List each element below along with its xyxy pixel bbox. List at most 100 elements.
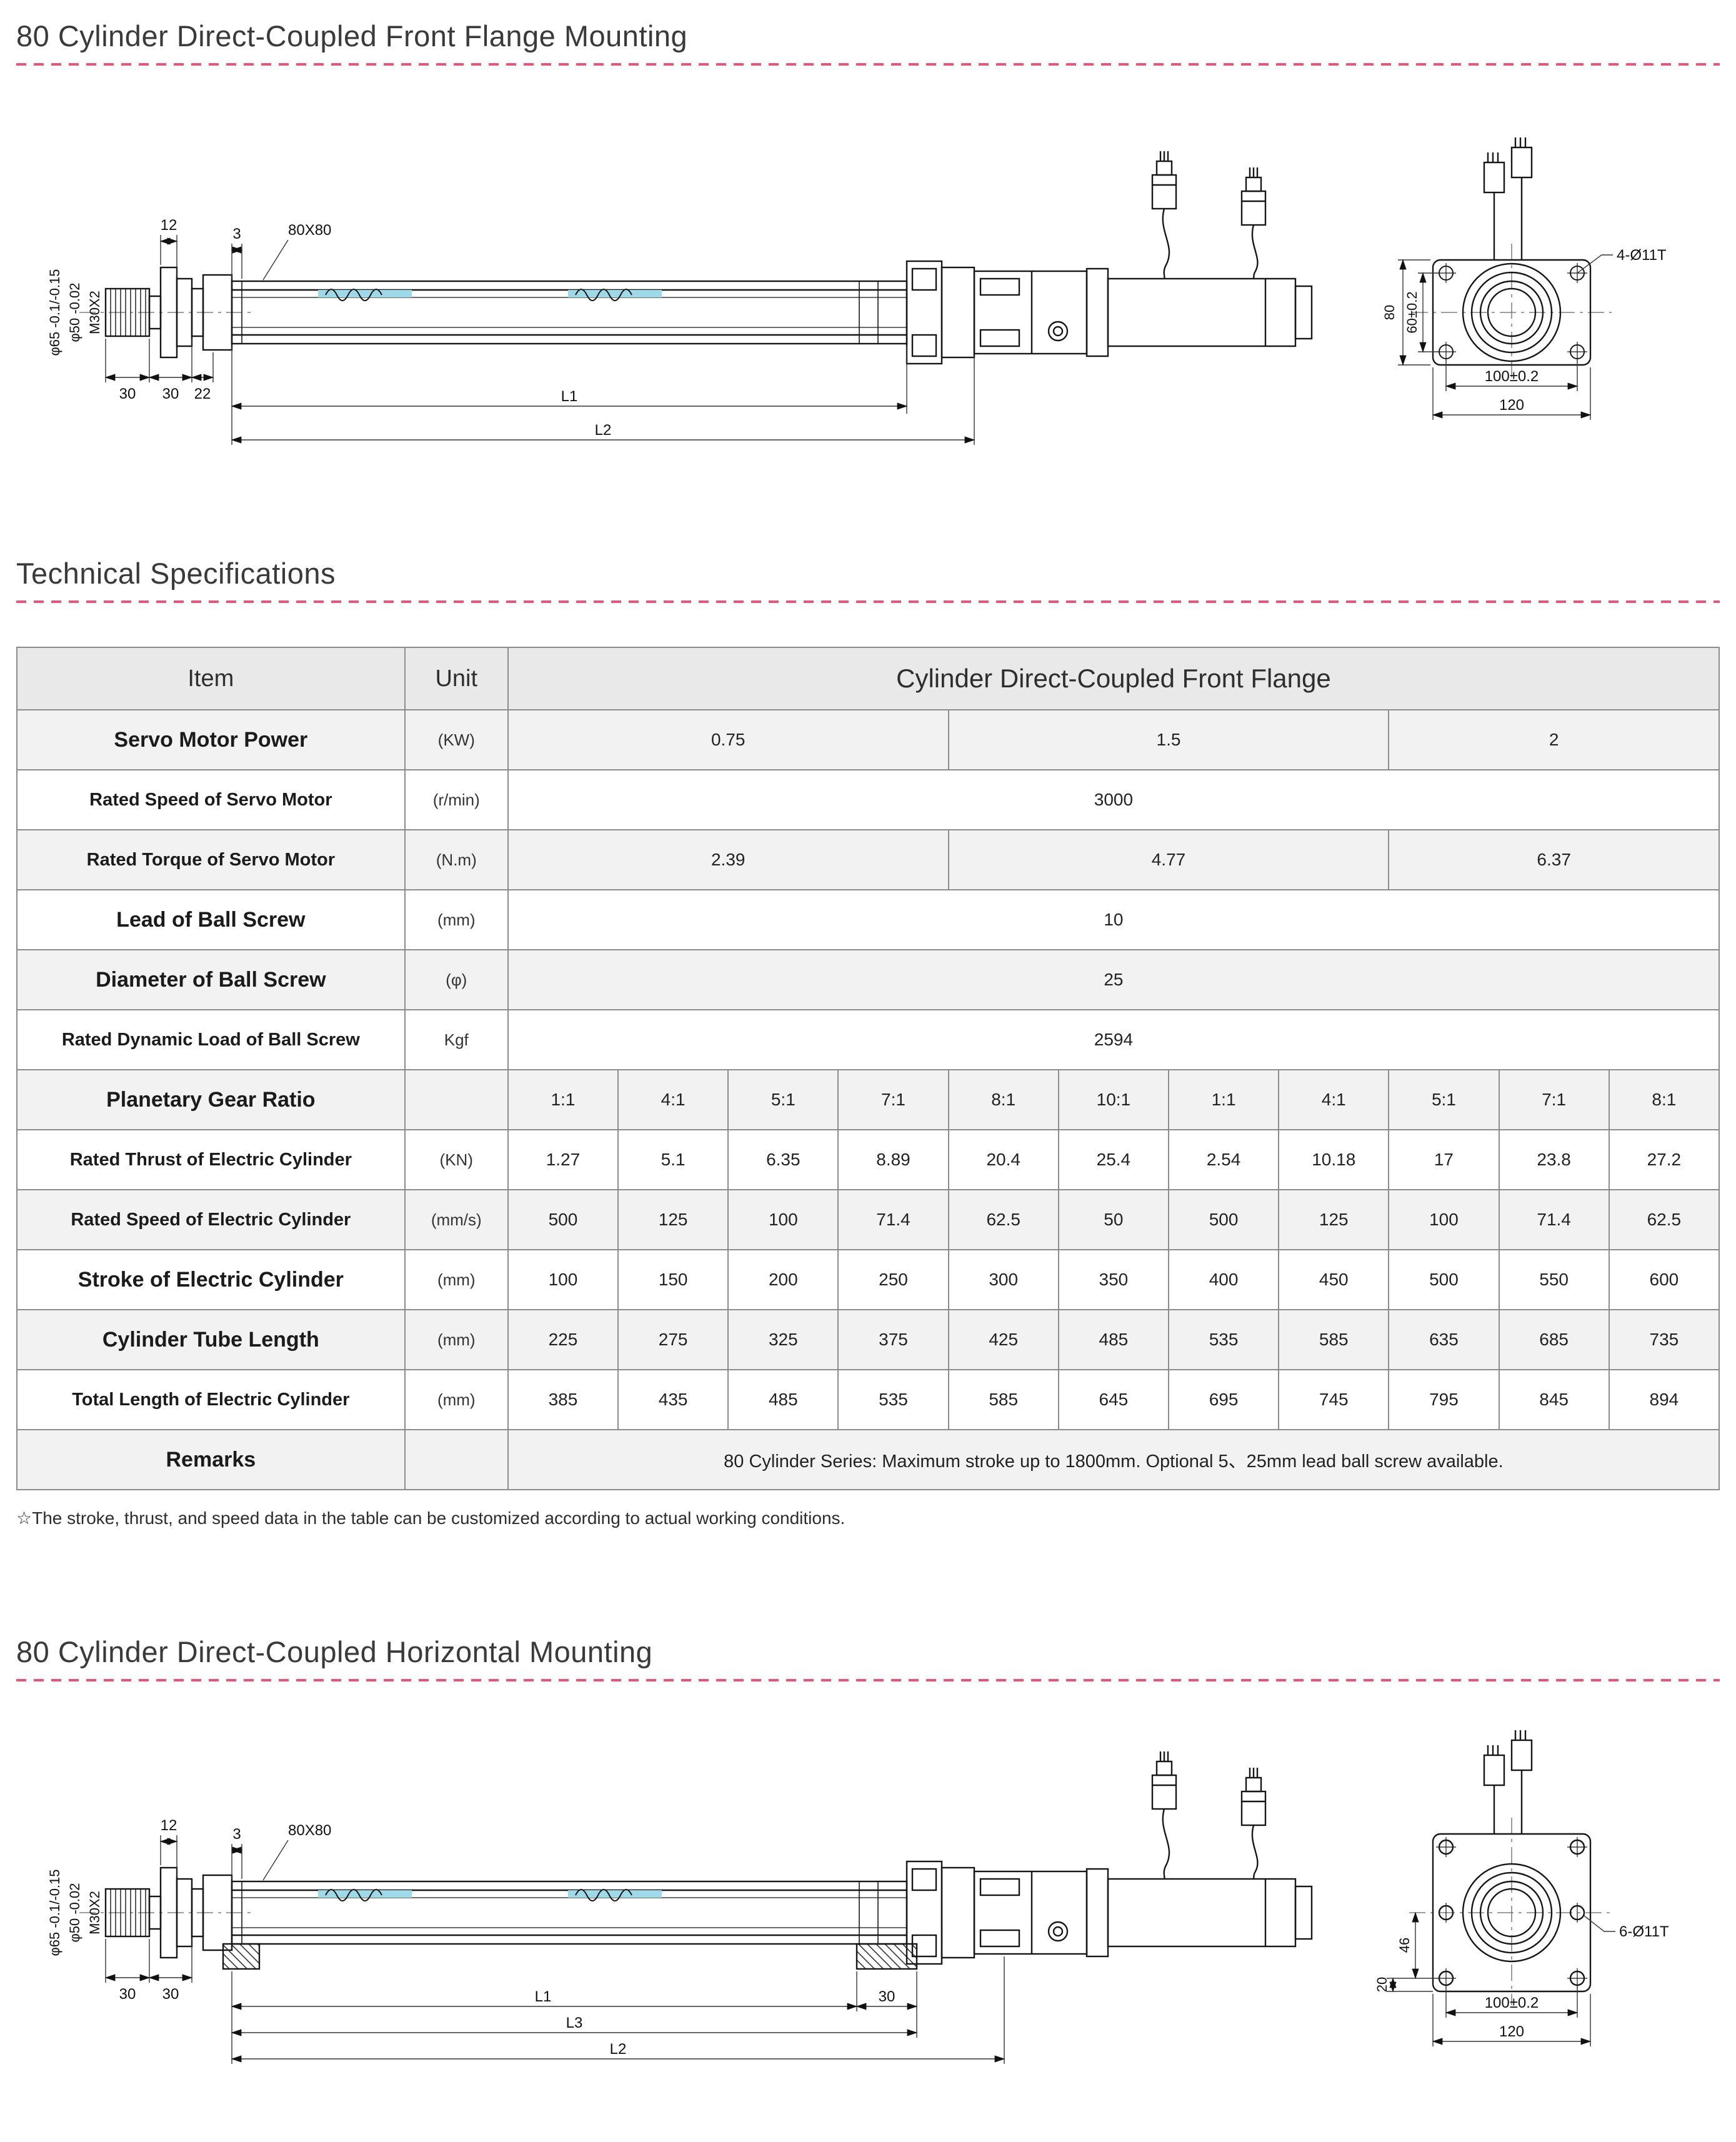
spec-value: 275 <box>617 1309 729 1370</box>
spec-value: 325 <box>727 1309 839 1370</box>
table-header-row: Item Unit Cylinder Direct-Coupled Front … <box>16 647 1720 710</box>
spec-value: 50 <box>1057 1189 1169 1250</box>
dim-label: L1 <box>535 1988 552 2005</box>
dim-label: 12 <box>161 217 177 234</box>
spec-value: 1:1 <box>507 1069 619 1130</box>
spec-value: 845 <box>1498 1369 1610 1430</box>
spec-unit <box>404 1069 509 1130</box>
table-row-lead-ball-screw: Lead of Ball Screw (mm) 10 <box>16 889 1720 950</box>
dim-label: 60±0.2 <box>1404 291 1420 333</box>
spec-value: 4:1 <box>617 1069 729 1130</box>
spec-unit: (mm) <box>404 889 509 950</box>
table-row-servo-power: Servo Motor Power (KW) 0.75 1.5 2 <box>16 709 1720 770</box>
end-view-cable-plugs <box>1483 1730 1533 1834</box>
specifications-table-area: Item Unit Cylinder Direct-Coupled Front … <box>16 647 1720 1528</box>
dim-label: L2 <box>595 422 612 439</box>
front-flange-and-housing <box>905 1860 1109 1965</box>
horizontal-mounting-drawing: 12 3 80X80 φ65 -0.1/-0.15 φ50 -0.02 M30X… <box>47 1730 1669 2064</box>
spec-value: 8:1 <box>1608 1069 1720 1130</box>
specifications-table: Item Unit Cylinder Direct-Coupled Front … <box>16 647 1720 1490</box>
spec-value: 100 <box>1388 1189 1500 1250</box>
end-view-flange <box>1409 1730 1614 2005</box>
seal-highlight <box>318 290 412 297</box>
spec-label: Remarks <box>16 1429 406 1490</box>
spec-value: 1.5 <box>947 709 1390 770</box>
spec-value: 500 <box>1167 1189 1280 1250</box>
spec-value: 450 <box>1278 1249 1390 1310</box>
dim-label: 20 <box>1374 1977 1390 1992</box>
front-flange-section-title: 80 Cylinder Direct-Coupled Front Flange … <box>16 19 688 52</box>
spec-unit: (mm/s) <box>404 1189 509 1250</box>
spec-value: 695 <box>1167 1369 1280 1430</box>
dim-label: L1 <box>561 388 578 405</box>
motor-cable-plugs <box>1151 151 1267 279</box>
spec-value: 350 <box>1057 1249 1169 1310</box>
spec-value: 2.39 <box>507 829 949 890</box>
dim-label: φ65 -0.1/-0.15 <box>47 1869 62 1956</box>
dim-label: 30 <box>119 1986 136 2003</box>
spec-unit <box>404 1429 509 1490</box>
horizontal-section-title: 80 Cylinder Direct-Coupled Horizontal Mo… <box>16 1635 653 1668</box>
cylinder-tube <box>231 1880 908 1945</box>
motor-cable-plugs <box>1151 1751 1267 1880</box>
dim-label: 30 <box>162 1986 179 2003</box>
piston-rod-assembly <box>79 1866 251 1959</box>
spec-value: 435 <box>617 1369 729 1430</box>
dim-label: 3 <box>232 226 241 242</box>
table-row-rated-speed-cylinder: Rated Speed of Electric Cylinder (mm/s) … <box>16 1189 1720 1250</box>
table-row-dynamic-load: Rated Dynamic Load of Ball Screw Kgf 259… <box>16 1009 1720 1070</box>
spec-value: 735 <box>1608 1309 1720 1370</box>
spec-value: 200 <box>727 1249 839 1310</box>
dim-label: 30 <box>119 386 136 402</box>
dim-label: 80X80 <box>288 222 331 239</box>
front-flange-mounting-drawing: 12 3 80X80 φ65 -0.1/-0.15 φ50 -0.02 M30X… <box>47 137 1667 445</box>
spec-value: 375 <box>837 1309 949 1370</box>
dim-label: 100±0.2 <box>1485 1995 1539 2011</box>
dim-label: 80X80 <box>288 1822 331 1839</box>
spec-value: 100 <box>727 1189 839 1250</box>
spec-unit: (KW) <box>404 709 509 770</box>
table-row-rated-torque-motor: Rated Torque of Servo Motor (N.m) 2.39 4… <box>16 829 1720 890</box>
mounting-feet <box>222 1943 918 1970</box>
spec-label: Servo Motor Power <box>16 709 406 770</box>
spec-value: 25 <box>507 949 1720 1010</box>
spec-value: 485 <box>727 1369 839 1430</box>
spec-value: 425 <box>947 1309 1059 1370</box>
spec-value: 894 <box>1608 1369 1720 1430</box>
spec-label: Stroke of Electric Cylinder <box>16 1249 406 1310</box>
spec-label: Rated Thrust of Electric Cylinder <box>16 1129 406 1190</box>
spec-value: 2594 <box>507 1009 1720 1070</box>
servo-motor <box>1107 277 1313 347</box>
spec-value: 20.4 <box>947 1129 1059 1190</box>
spec-label: Cylinder Tube Length <box>16 1309 406 1370</box>
spec-value: 485 <box>1057 1309 1169 1370</box>
seal-highlight <box>318 1890 412 1898</box>
dim-label: φ50 -0.02 <box>67 1883 82 1943</box>
spec-value: 62.5 <box>1608 1189 1720 1250</box>
spec-value: 600 <box>1608 1249 1720 1310</box>
dim-label: 100±0.2 <box>1485 368 1539 385</box>
spec-value: 10:1 <box>1057 1069 1169 1130</box>
horizontal-drawing-area: 12 3 80X80 φ65 -0.1/-0.15 φ50 -0.02 M30X… <box>43 1725 1693 2075</box>
table-row-rated-thrust: Rated Thrust of Electric Cylinder (KN) 1… <box>16 1129 1720 1190</box>
spec-value: 225 <box>507 1309 619 1370</box>
spec-value: 7:1 <box>837 1069 949 1130</box>
servo-motor <box>1107 1878 1313 1948</box>
spec-label: Rated Torque of Servo Motor <box>16 829 406 890</box>
dim-label: 3 <box>232 1826 241 1843</box>
spec-unit: Kgf <box>404 1009 509 1070</box>
spec-value: 4.77 <box>947 829 1390 890</box>
dim-label: L2 <box>610 2041 627 2058</box>
spec-unit: (KN) <box>404 1129 509 1190</box>
dim-label: L3 <box>566 2015 583 2031</box>
spec-label: Planetary Gear Ratio <box>16 1069 406 1130</box>
spec-value: 2.54 <box>1167 1129 1280 1190</box>
seal-highlight <box>568 1890 662 1898</box>
dim-label: M30X2 <box>87 291 102 334</box>
spec-unit: (N.m) <box>404 829 509 890</box>
piston-rod-assembly <box>79 266 251 359</box>
spec-value: 125 <box>617 1189 729 1250</box>
dim-label: 22 <box>194 386 211 402</box>
table-row-stroke: Stroke of Electric Cylinder (mm) 100 150… <box>16 1249 1720 1310</box>
